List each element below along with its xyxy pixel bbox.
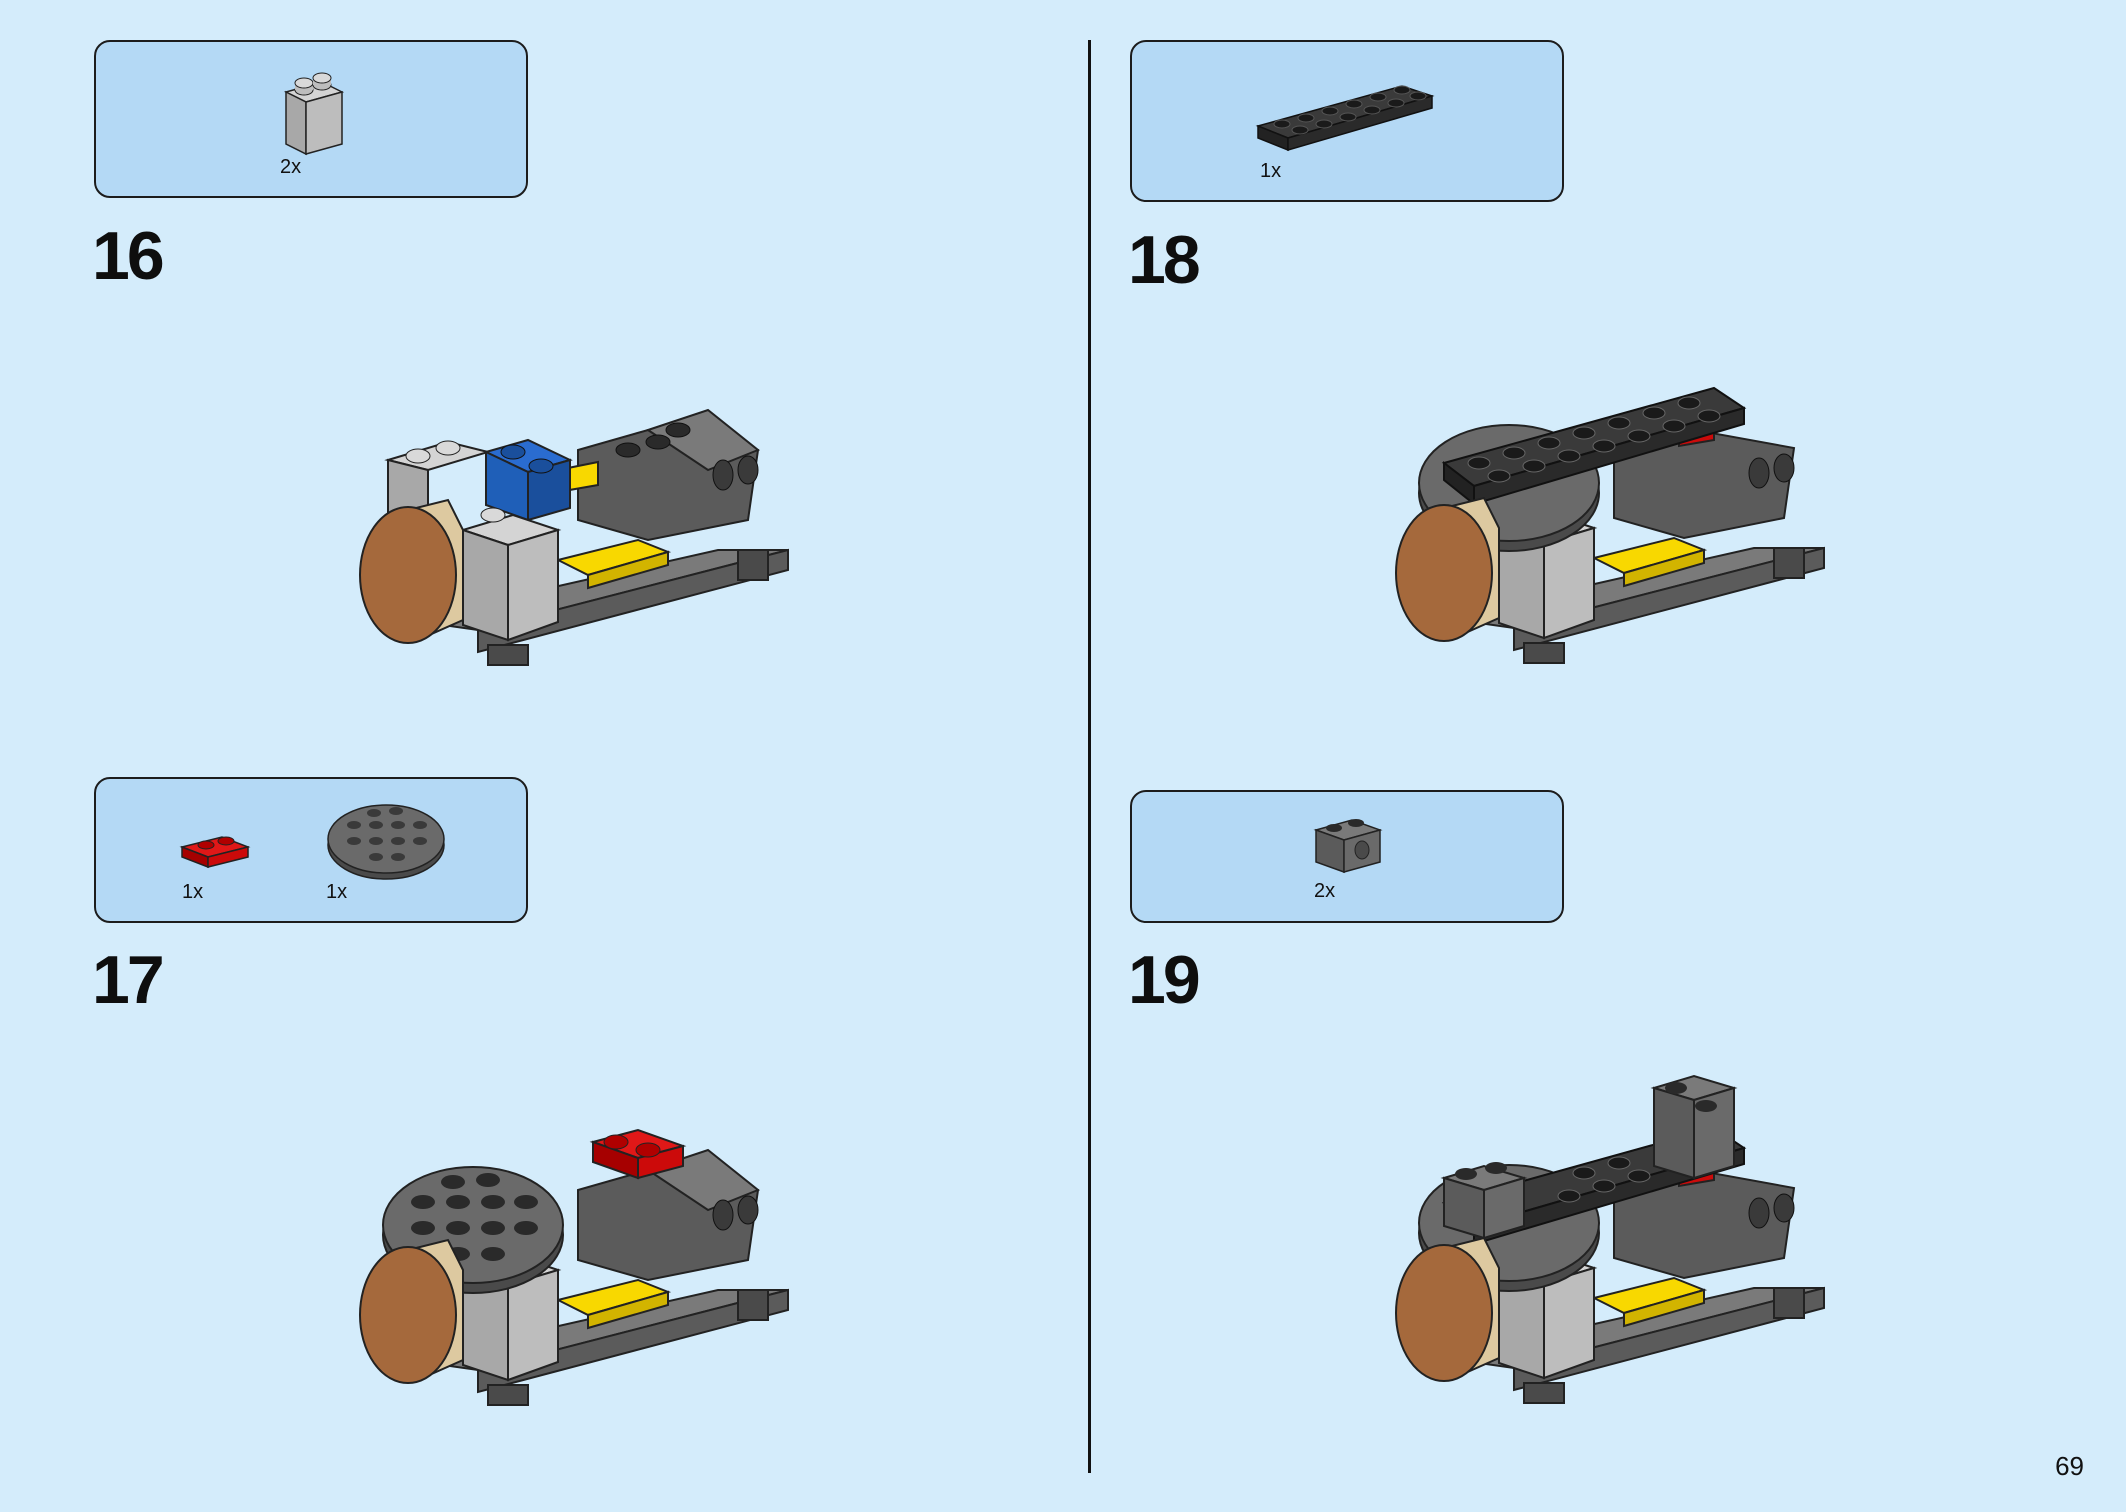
step-number: 17 [92,942,165,1018]
step-number: 18 [1128,222,1201,298]
step-19-parts-box: 2x [1130,790,1564,923]
step-19-model-illustration [1395,1074,1825,1404]
step-18-parts-box: 1x [1130,40,1564,202]
step-number: 19 [1128,942,1201,1018]
part-qty: 1x [1260,160,1282,182]
technic-brick-icon [1313,819,1383,874]
step-17-parts-box: 1x 1x [94,777,528,923]
part-qty: 1x [326,881,348,903]
black-plate-icon [1255,85,1435,152]
page-divider [1088,40,1091,1473]
step-18-model-illustration [1395,386,1825,664]
step-16-parts-box: 2x [94,40,528,198]
step-number: 16 [92,218,165,294]
page-number: 69 [2055,1451,2084,1481]
part-qty: 2x [280,156,302,178]
light-gray-brick-icon [283,72,345,156]
step-17-model-illustration [359,1128,789,1406]
part-qty: 2x [1314,880,1336,902]
red-plate-icon [179,836,251,869]
part-qty: 1x [182,881,204,903]
step-16-model-illustration [359,408,789,666]
round-plate-icon [327,804,445,880]
